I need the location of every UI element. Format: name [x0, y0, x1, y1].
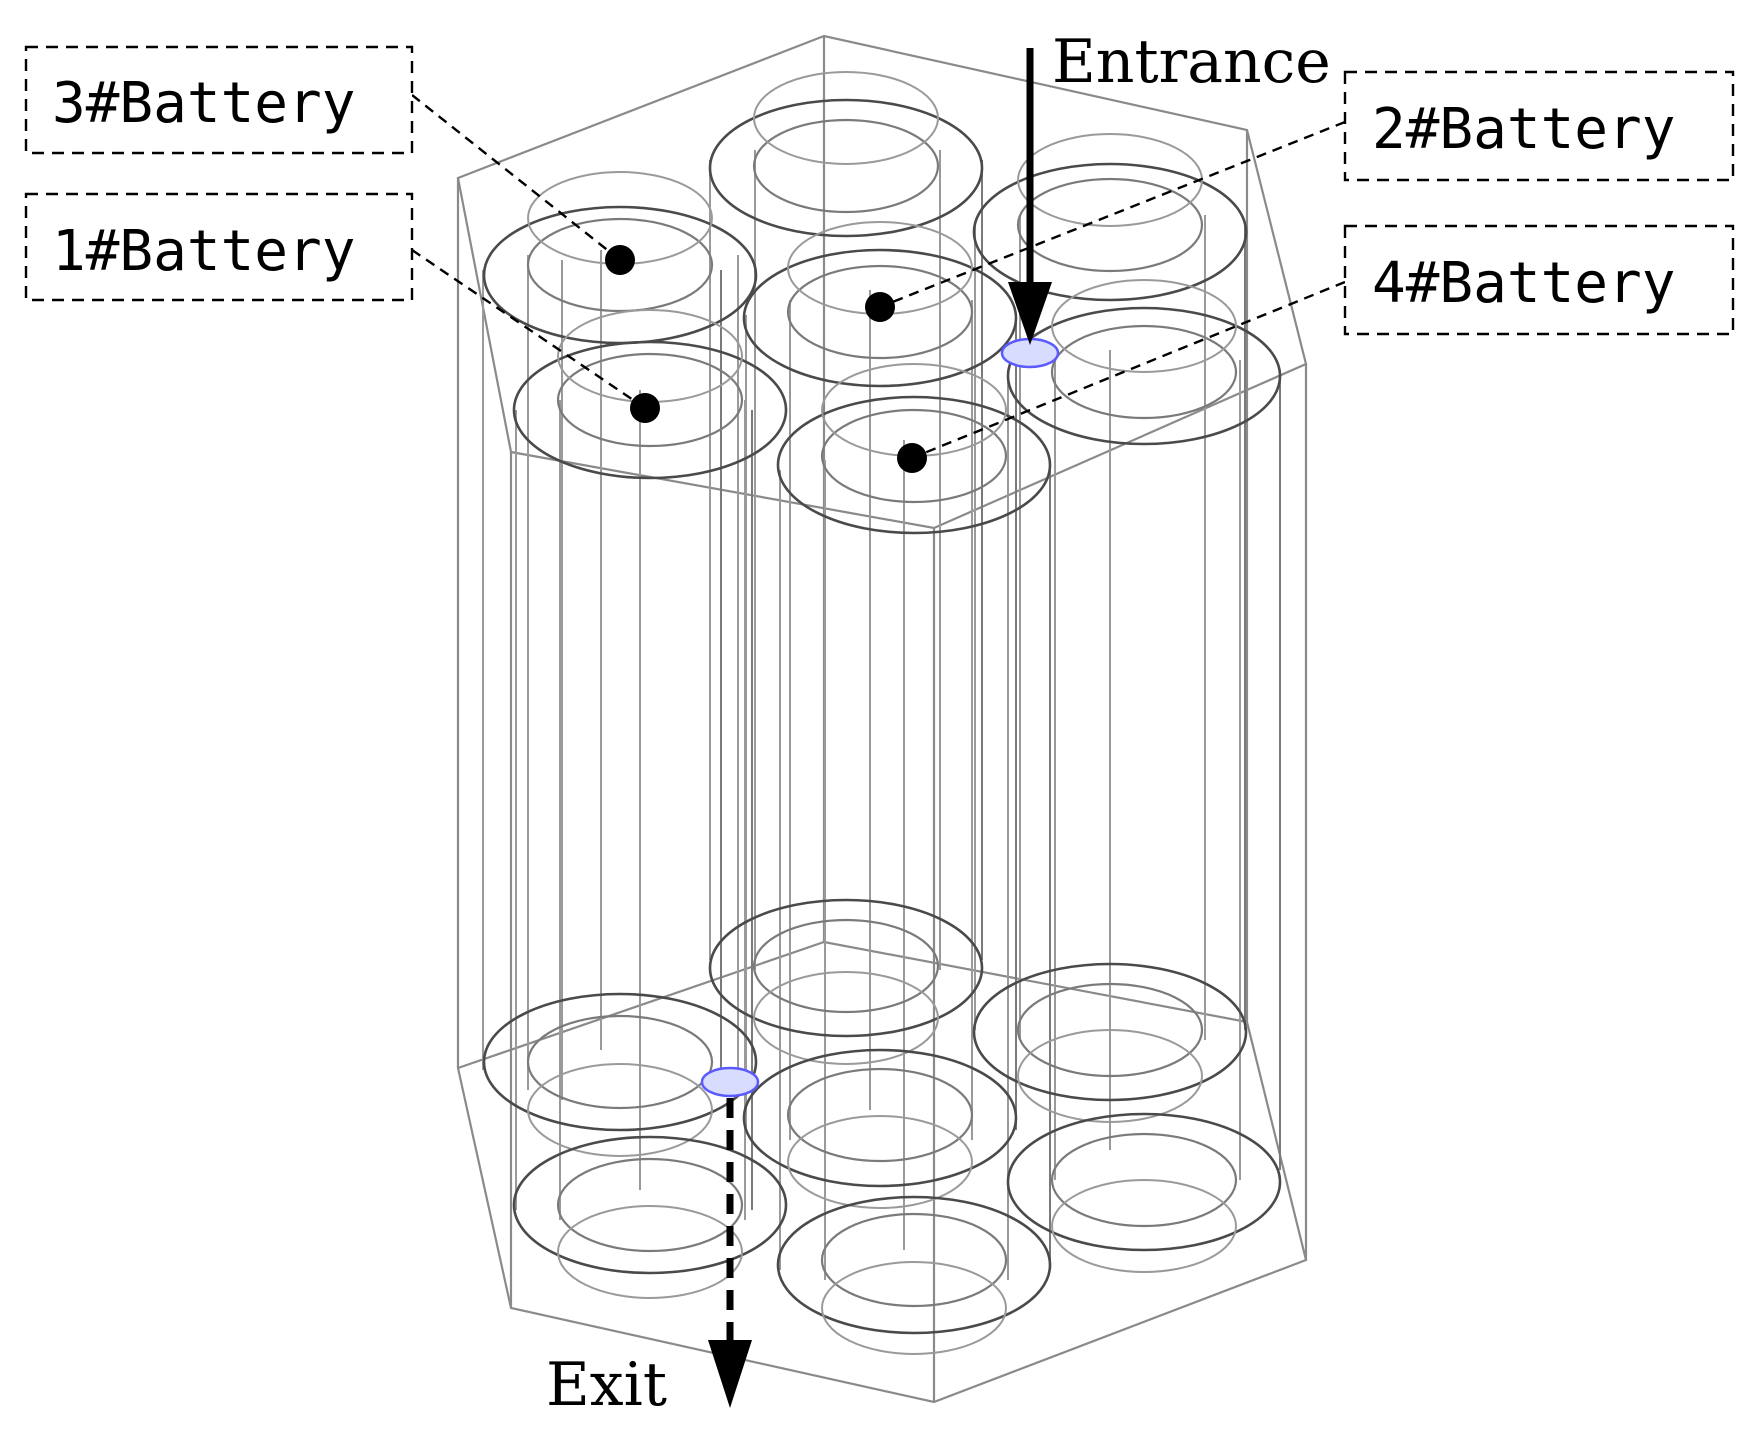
label-battery4: 4#Battery: [1343, 224, 1735, 336]
bottom-cell-right-back: [972, 962, 1248, 1123]
bottom-cell-front-center: [776, 1195, 1052, 1355]
entrance-label: Entrance: [1052, 27, 1331, 97]
battery1-leader: [411, 249, 646, 409]
label-battery3: 3#Battery: [24, 45, 414, 155]
label-battery4-text: 4#Battery: [1372, 251, 1675, 316]
label-battery2-text: 2#Battery: [1372, 97, 1675, 162]
cylinder-walls: [482, 150, 1281, 1280]
battery4-leader: [911, 280, 1346, 460]
battery2-leader: [879, 120, 1346, 309]
top-cell-top-center: [708, 71, 984, 238]
label-battery1-text: 1#Battery: [52, 219, 355, 284]
outlet-port: [700, 1066, 760, 1098]
exit-label: Exit: [546, 1350, 667, 1420]
battery3-leader: [411, 94, 621, 261]
label-battery1: 1#Battery: [24, 192, 414, 302]
bottom-cell-left-front: [512, 1135, 788, 1299]
top-cell-right-front: [1006, 279, 1282, 446]
label-battery3-text: 3#Battery: [52, 71, 355, 136]
top-cell-rings: [482, 71, 1282, 535]
housing-frame: [456, 34, 1308, 1404]
bottom-cell-right-front: [1006, 1112, 1282, 1273]
bottom-cell-top-center: [708, 898, 984, 1065]
bottom-cell-left-back: [482, 992, 758, 1157]
top-cell-battery4: [776, 363, 1052, 535]
bottom-cell-center: [742, 1048, 1018, 1209]
bottom-cell-rings: [482, 898, 1282, 1355]
exit-arrow: [708, 1098, 752, 1408]
entrance-arrow: [1008, 48, 1052, 345]
battery3-dot: [605, 245, 635, 275]
label-battery2: 2#Battery: [1343, 70, 1735, 182]
